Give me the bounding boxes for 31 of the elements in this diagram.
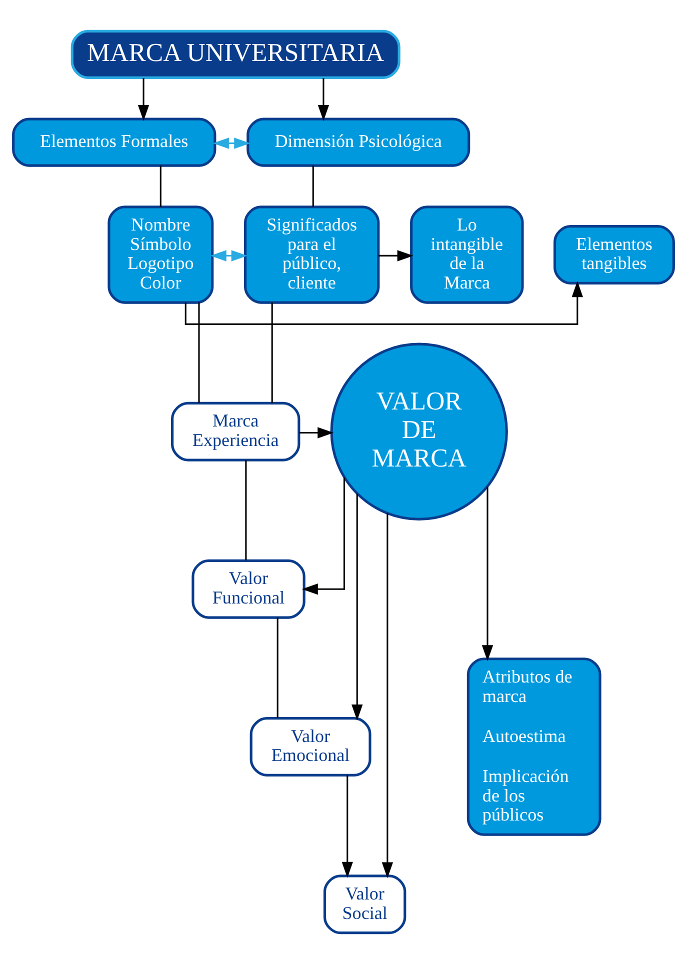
connector	[245, 460, 247, 560]
arrow	[184, 280, 583, 324]
connector	[271, 302, 273, 403]
arrow	[382, 512, 394, 878]
node-box: Nombre Símbolo Logotipo Color	[108, 205, 214, 304]
connector	[312, 165, 314, 206]
arrow	[318, 77, 330, 121]
node-box: Valor Funcional	[192, 558, 306, 618]
connector	[276, 617, 278, 718]
node-box: Atributos de marca Autoestima Implicación de los públicos	[466, 657, 602, 836]
node-box: Lo intangible de la Marca	[410, 205, 524, 304]
arrow	[352, 493, 363, 720]
connector	[198, 302, 200, 403]
node-box: Significados para el público, cliente	[244, 205, 380, 304]
node-box: Valor Social	[323, 874, 406, 934]
connector	[160, 165, 162, 206]
node-box: Valor Emocional	[250, 716, 372, 776]
node-box: Marca Experiencia	[170, 401, 300, 461]
node-box: Dimensión Psicológica	[246, 117, 470, 166]
arrow	[302, 477, 346, 594]
arrow	[210, 250, 248, 261]
node-box: MARCA UNIVERSITARIA	[70, 29, 400, 78]
arrow	[342, 774, 353, 878]
node-box: Elementos tangibles	[553, 224, 675, 284]
node-box: Elementos Formales	[12, 117, 216, 166]
arrow	[482, 486, 494, 661]
node-circle: VALOR DE MARCA	[330, 342, 508, 520]
arrow	[299, 426, 334, 438]
arrow	[212, 137, 250, 148]
arrow	[378, 250, 414, 261]
arrow	[138, 77, 150, 121]
